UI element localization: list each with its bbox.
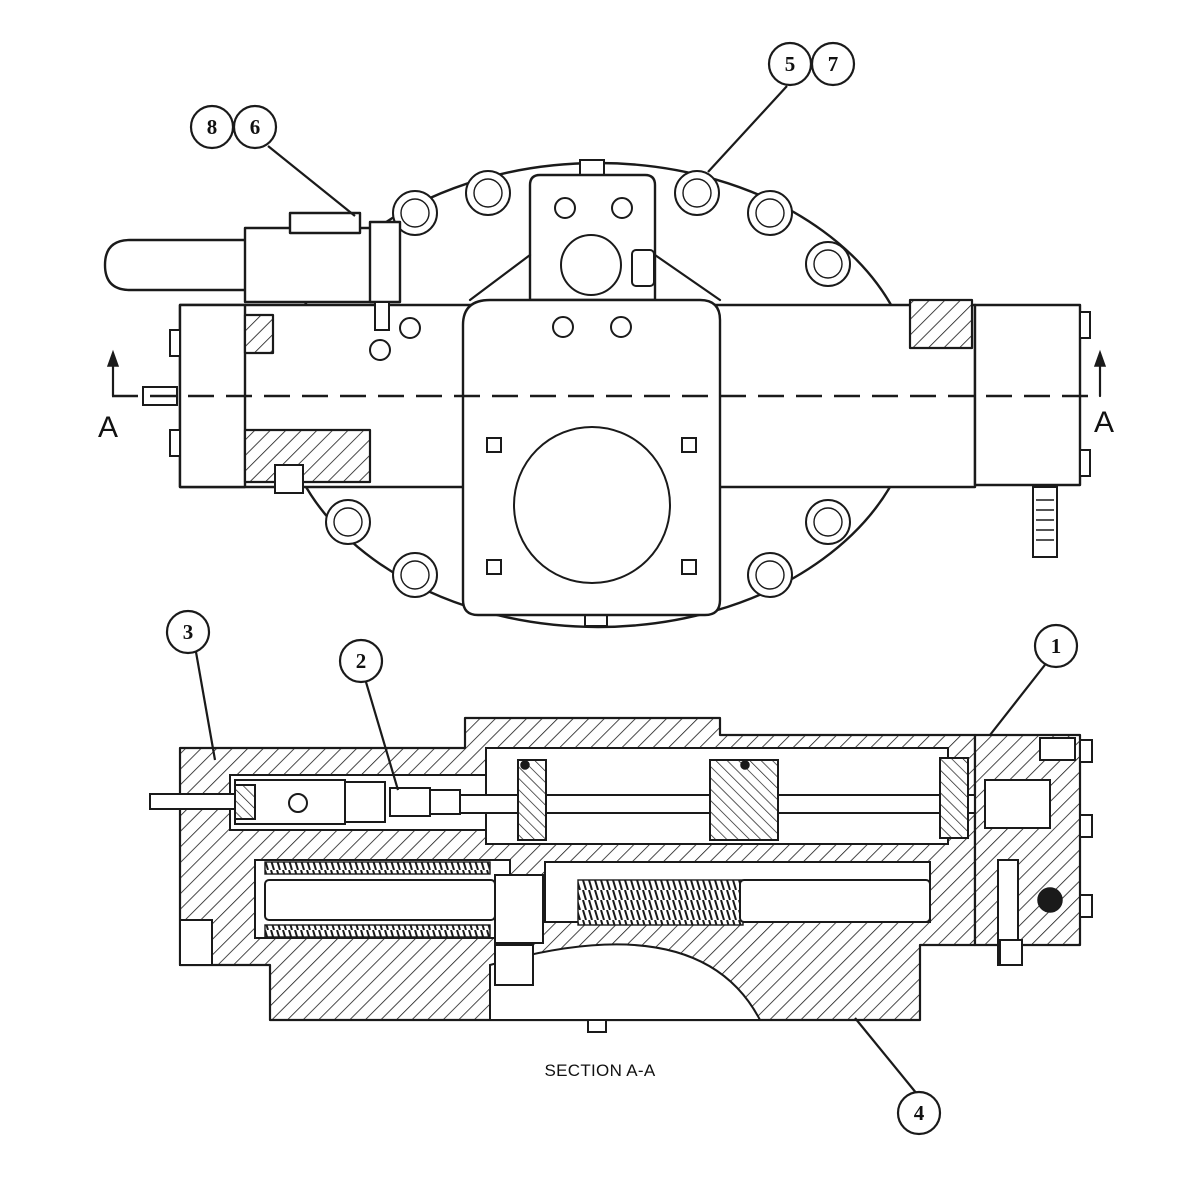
bolt xyxy=(747,552,793,598)
bolt xyxy=(674,170,720,216)
balloon-7: 7 xyxy=(810,41,856,87)
housing-bolts xyxy=(325,170,851,598)
spring-left xyxy=(264,861,491,875)
top-nub xyxy=(579,159,605,177)
section-view: SECTION A-A xyxy=(149,716,1093,1080)
balloon-2: 2 xyxy=(338,638,384,684)
balloon-4: 4 xyxy=(896,1090,942,1136)
arch-clearance xyxy=(489,943,762,1021)
balloon-1: 1 xyxy=(1033,623,1079,669)
balloon-6: 6 xyxy=(232,104,278,150)
svg-text:6: 6 xyxy=(250,115,261,139)
balloon-8: 8 xyxy=(189,104,235,150)
bolt xyxy=(325,499,371,545)
svg-text:7: 7 xyxy=(828,52,839,76)
section-mark-left: A xyxy=(98,411,118,444)
svg-text:2: 2 xyxy=(356,649,367,673)
section-end-cap xyxy=(973,733,1082,947)
svg-text:4: 4 xyxy=(914,1101,925,1125)
bolt xyxy=(392,190,438,236)
handle-grip xyxy=(103,238,250,292)
spring-center xyxy=(577,879,744,926)
balloon-5: 5 xyxy=(767,41,813,87)
leaders xyxy=(194,85,1049,1095)
valve-block xyxy=(243,226,377,304)
balloon-3: 3 xyxy=(165,609,211,655)
bolt xyxy=(747,190,793,236)
bolt xyxy=(805,499,851,545)
svg-text:5: 5 xyxy=(785,52,796,76)
svg-text:1: 1 xyxy=(1051,634,1062,658)
bolt xyxy=(805,241,851,287)
svg-text:3: 3 xyxy=(183,620,194,644)
svg-text:8: 8 xyxy=(207,115,218,139)
section-mark-right: A xyxy=(1094,406,1114,439)
section-caption: SECTION A-A xyxy=(545,1061,656,1080)
bolt xyxy=(465,170,511,216)
top-view: A A xyxy=(98,159,1114,629)
bolt xyxy=(392,552,438,598)
